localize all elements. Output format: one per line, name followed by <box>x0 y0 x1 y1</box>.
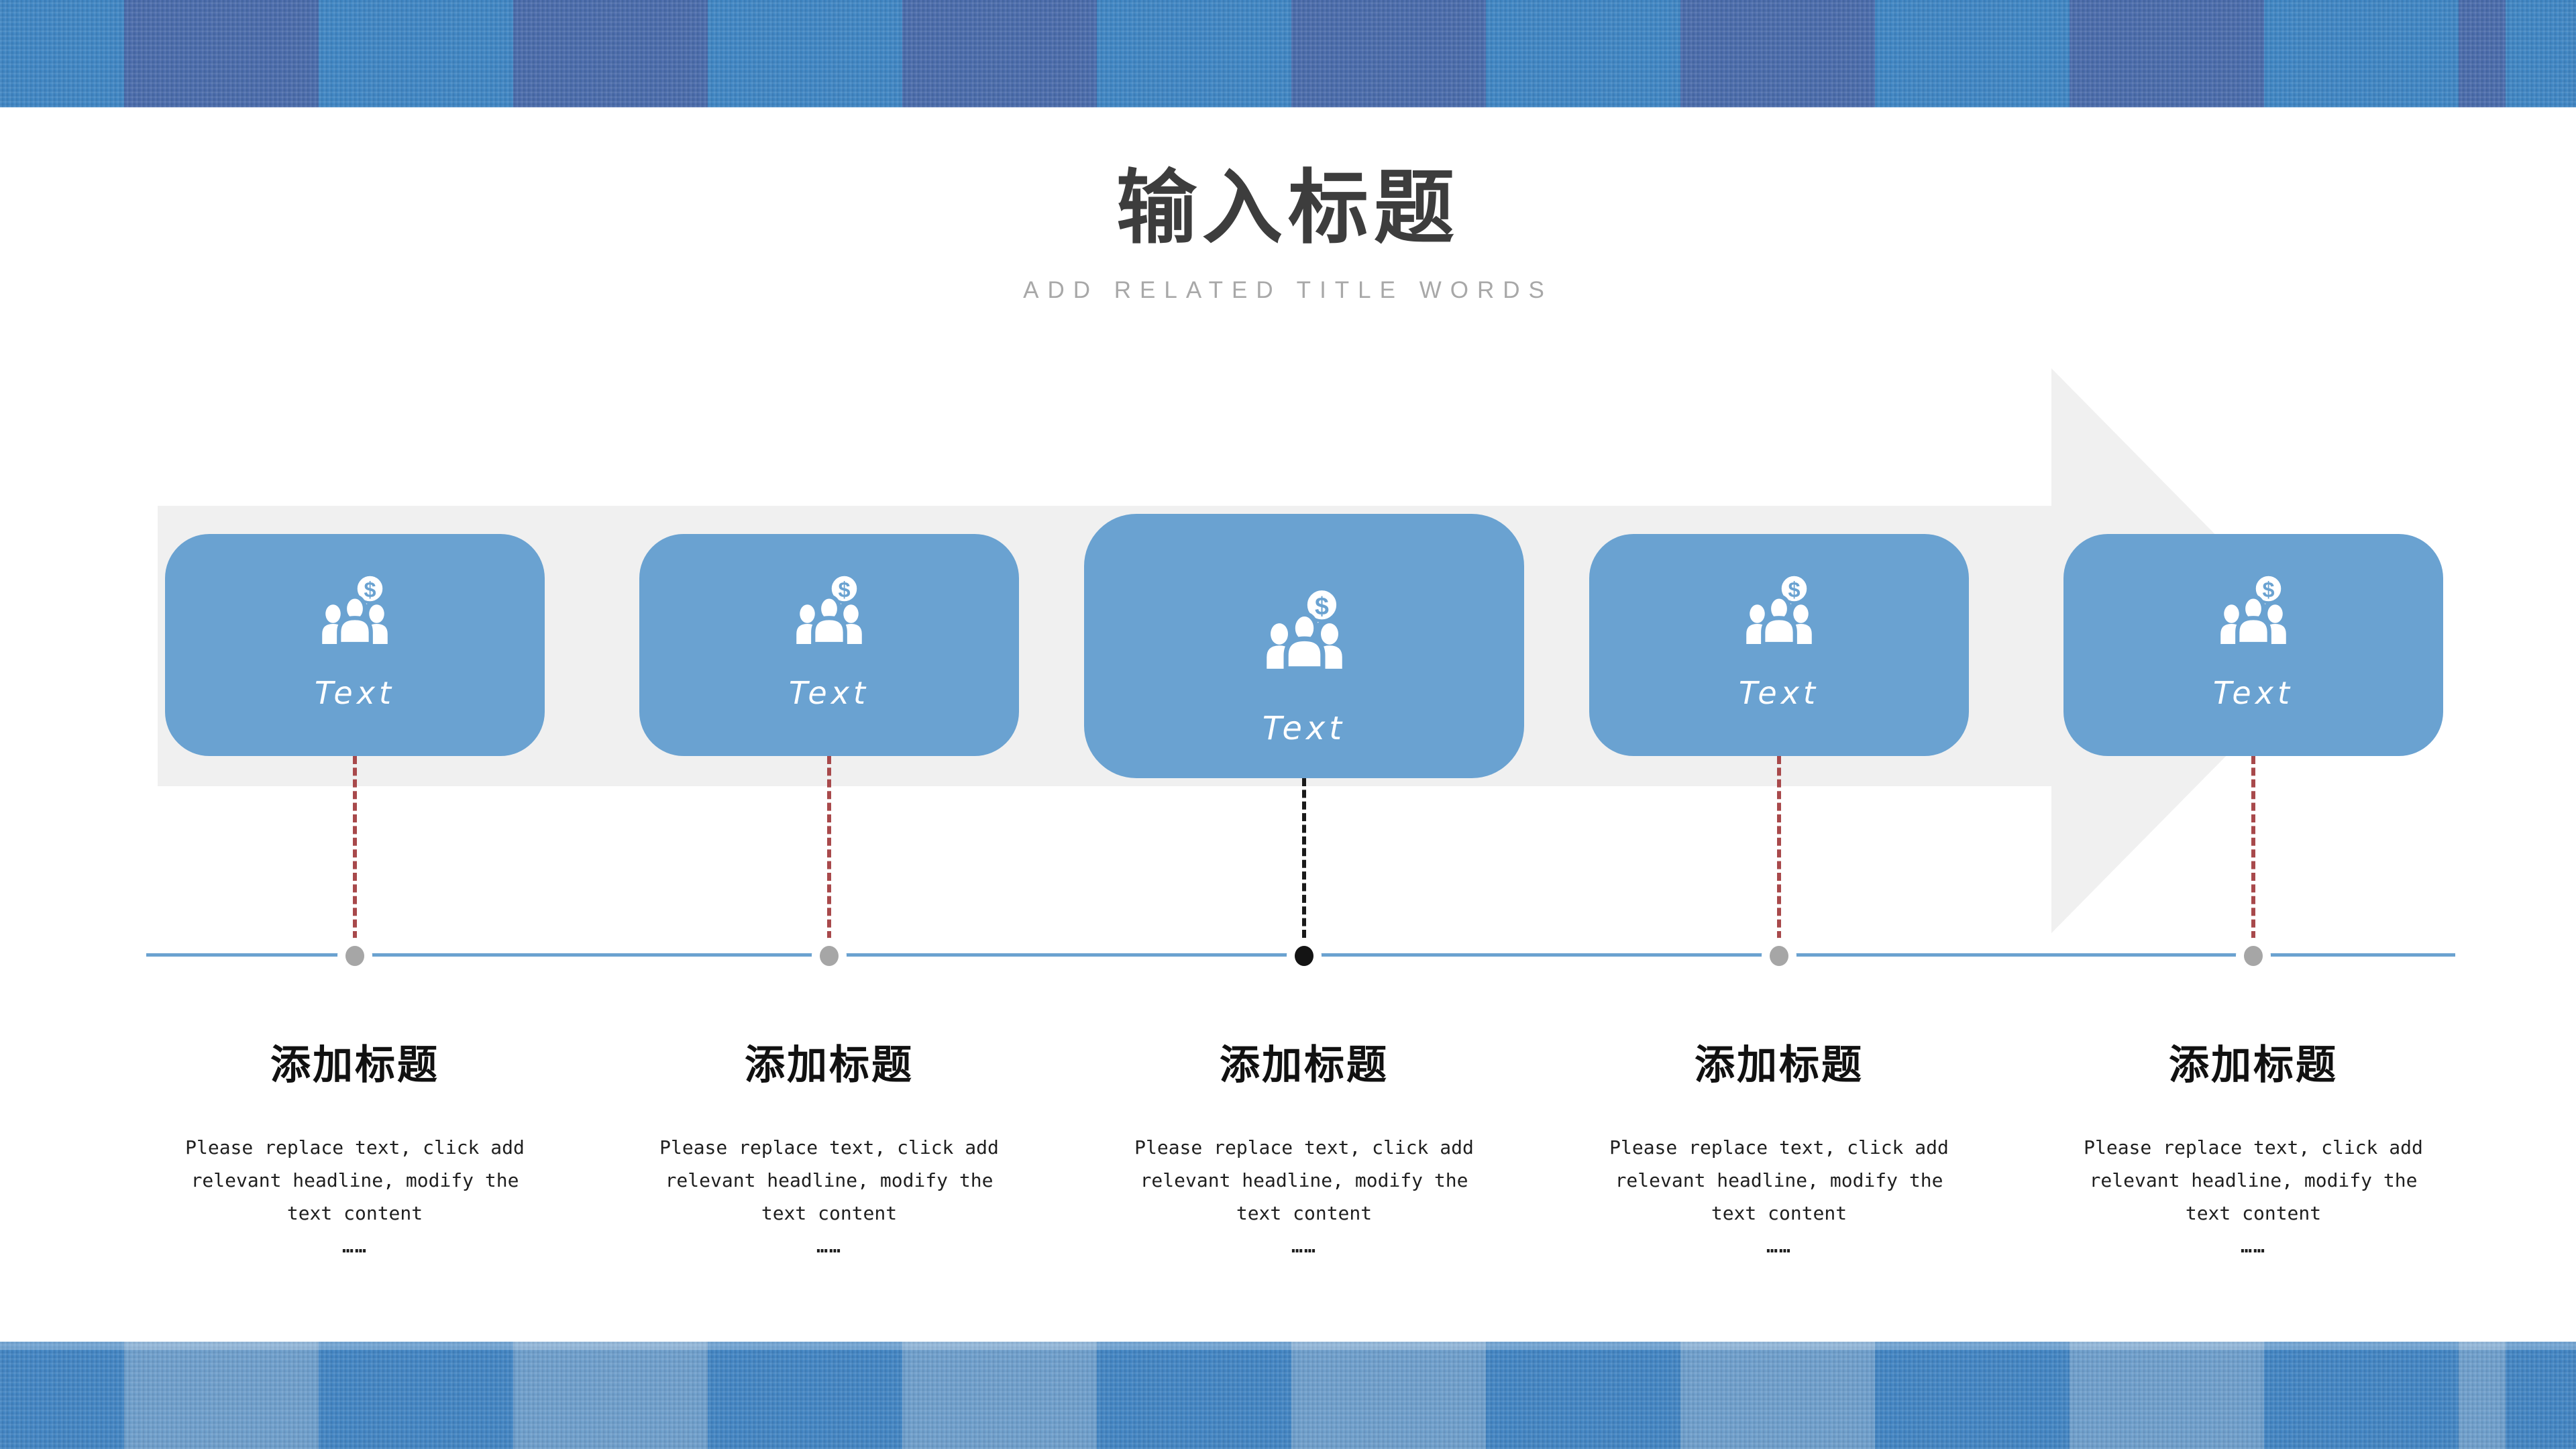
bottom-border-highlight-line <box>0 1342 2576 1350</box>
people-money-icon: $ <box>322 572 388 647</box>
people-money-icon: $ <box>2220 572 2286 647</box>
dollar-icon: $ <box>1315 592 1329 620</box>
step-box[interactable]: $ Text <box>1084 514 1524 778</box>
timeline-dot <box>820 946 839 966</box>
step-text-column: 添加标题 Please replace text, click add rele… <box>1089 1041 1519 1263</box>
dollar-icon: $ <box>2262 578 2274 602</box>
step-ellipsis: …… <box>816 1235 842 1257</box>
connector-dashed-line <box>2251 756 2255 939</box>
step-body[interactable]: Please replace text, click add relevant … <box>659 1136 999 1224</box>
step-box-label[interactable]: Text <box>1262 710 1346 747</box>
timeline-dot <box>2244 946 2263 966</box>
slide-title[interactable]: 输入标题 <box>1116 163 1460 253</box>
people-money-icon: $ <box>1746 572 1812 647</box>
step-box-label[interactable]: Text <box>789 675 869 711</box>
people-money-icon: $ <box>1266 586 1342 672</box>
step-body[interactable]: Please replace text, click add relevant … <box>1609 1136 1949 1224</box>
step-body[interactable]: Please replace text, click add relevant … <box>2084 1136 2423 1224</box>
step-text-column: 添加标题 Please replace text, click add rele… <box>140 1041 570 1263</box>
connector-dashed-line <box>353 756 357 939</box>
top-stripe-border <box>0 0 2576 107</box>
step-ellipsis: …… <box>2241 1235 2266 1257</box>
step-heading[interactable]: 添加标题 <box>745 1042 914 1087</box>
step-text-column: 添加标题 Please replace text, click add rele… <box>2039 1041 2468 1263</box>
connector-dashed-line <box>1777 756 1781 939</box>
slide-subtitle[interactable]: ADD RELATED TITLE WORDS <box>1023 277 1553 303</box>
step-body[interactable]: Please replace text, click add relevant … <box>1134 1136 1474 1224</box>
step-text-column: 添加标题 Please replace text, click add rele… <box>614 1041 1044 1263</box>
connector-dashed-line <box>827 756 831 939</box>
step-box[interactable]: $ Text <box>639 534 1019 756</box>
dollar-icon: $ <box>838 578 850 602</box>
step-box[interactable]: $ Text <box>2063 534 2443 756</box>
step-ellipsis: …… <box>1291 1235 1317 1257</box>
people-money-icon: $ <box>796 572 862 647</box>
step-box[interactable]: $ Text <box>165 534 545 756</box>
connector-dashed-line <box>1302 778 1306 938</box>
step-box-label[interactable]: Text <box>2213 675 2294 711</box>
step-body[interactable]: Please replace text, click add relevant … <box>185 1136 525 1224</box>
bottom-stripe-border <box>0 1342 2576 1449</box>
step-box[interactable]: $ Text <box>1589 534 1969 756</box>
timeline-dot <box>1770 946 1788 966</box>
step-heading[interactable]: 添加标题 <box>270 1042 439 1087</box>
dollar-icon: $ <box>1788 578 1800 602</box>
step-heading[interactable]: 添加标题 <box>1695 1042 1864 1087</box>
timeline-dot <box>1295 946 1313 966</box>
step-text-column: 添加标题 Please replace text, click add rele… <box>1564 1041 1994 1263</box>
step-heading[interactable]: 添加标题 <box>1220 1042 1389 1087</box>
step-heading[interactable]: 添加标题 <box>2169 1042 2338 1087</box>
step-ellipsis: …… <box>342 1235 368 1257</box>
timeline-dot <box>345 946 364 966</box>
dollar-icon: $ <box>364 578 376 602</box>
step-box-label[interactable]: Text <box>315 675 395 711</box>
step-box-label[interactable]: Text <box>1739 675 1819 711</box>
step-ellipsis: …… <box>1766 1235 1792 1257</box>
